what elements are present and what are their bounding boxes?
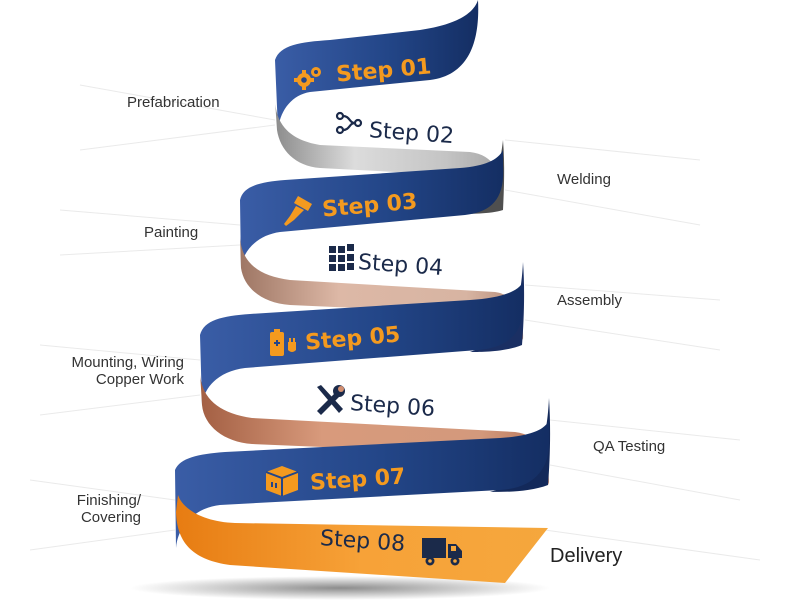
gears-icon (294, 67, 321, 90)
label-finishing: Finishing/ Covering (64, 492, 141, 526)
tools-icon (317, 385, 345, 415)
label-delivery: Delivery (550, 545, 623, 567)
process-nodes-icon (335, 111, 363, 135)
band-step-06 (200, 372, 549, 485)
step-08-label: Step 08 (319, 526, 406, 557)
band-step-04 (240, 236, 524, 340)
label-mounting-line1: Mounting, Wiring (71, 354, 184, 371)
label-painting: Painting (144, 224, 199, 241)
band-step-03 (240, 150, 504, 268)
label-mounting-line2: Copper Work (95, 371, 184, 388)
band-step-05 (200, 282, 524, 405)
step-06-label: Step 06 (349, 391, 436, 422)
background-guide-lines (29, 84, 761, 561)
step-04-label: Step 04 (357, 250, 444, 281)
label-mounting: Mounting, Wiring Copper Work (64, 354, 184, 388)
paint-brush-icon (284, 196, 312, 226)
package-box-icon (265, 466, 299, 496)
grid-blocks-icon (329, 244, 354, 271)
label-welding: Welding (557, 171, 611, 188)
ribbon-shadow (130, 576, 550, 600)
delivery-truck-icon (422, 538, 462, 566)
band-step-02 (275, 100, 504, 205)
label-finishing-line1: Finishing/ (76, 492, 141, 509)
label-prefabrication: Prefabrication (127, 94, 220, 111)
band-step-01 (275, 0, 479, 130)
band-step-07 (175, 420, 550, 548)
battery-plug-icon (270, 329, 296, 356)
step-02-label: Step 02 (368, 118, 455, 149)
label-qa-testing: QA Testing (593, 438, 666, 455)
label-assembly: Assembly (557, 292, 623, 309)
label-finishing-line2: Covering (80, 509, 141, 526)
